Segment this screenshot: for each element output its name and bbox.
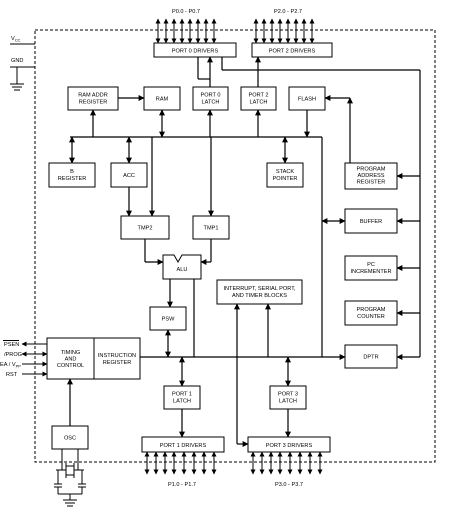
svg-text:TMP2: TMP2 [138, 226, 153, 232]
svg-text:PC: PC [367, 262, 375, 268]
svg-text:LATCH: LATCH [202, 100, 220, 106]
psw-block: PSW [149, 306, 187, 331]
svg-text:ADDRESS: ADDRESS [357, 173, 384, 179]
svg-text:PORT 1: PORT 1 [172, 392, 192, 398]
svg-text:REGISTER: REGISTER [357, 180, 386, 186]
pc-incrementer-block: PC INCREMENTER [344, 255, 398, 281]
svg-text:RAM: RAM [156, 97, 169, 103]
port0-drivers-block: PORT 0 DRIVERS [153, 42, 237, 58]
svg-text:PROGRAM: PROGRAM [357, 307, 386, 313]
svg-text:PSW: PSW [162, 317, 175, 323]
svg-text:LATCH: LATCH [279, 399, 297, 405]
ram-block: RAM [143, 86, 181, 111]
svg-text:INSTRUCTION: INSTRUCTION [98, 353, 136, 359]
svg-text:PSEN: PSEN [4, 342, 19, 348]
svg-text:INCREMENTER: INCREMENTER [350, 269, 391, 275]
port3-latch-block: PORT 3 LATCH [269, 385, 307, 410]
svg-text:AND TIMER BLOCKS: AND TIMER BLOCKS [232, 293, 287, 299]
p0-bus-label: P0.0 - P0.7 [172, 9, 200, 15]
svg-text:STACK: STACK [276, 169, 295, 175]
b-register-block: B REGISTER [48, 162, 96, 188]
stack-pointer-block: STACK POINTER [266, 162, 304, 188]
port0-latch-block: PORT 0 LATCH [192, 86, 229, 111]
svg-text:PROGRAM: PROGRAM [357, 167, 386, 173]
svg-text:PORT 0: PORT 0 [200, 93, 220, 99]
svg-text:RST: RST [6, 372, 18, 378]
gnd-pin: GND [10, 58, 35, 91]
dptr-block: DPTR [344, 344, 398, 369]
svg-text:EA / VPP: EA / VPP [0, 362, 21, 369]
vcc-pin: VCC [10, 36, 35, 45]
instruction-register-block: INSTRUCTION REGISTER [93, 337, 141, 380]
buffer-block: BUFFER [344, 208, 398, 234]
svg-text:PORT 0 DRIVERS: PORT 0 DRIVERS [172, 49, 219, 55]
acc-block: ACC [110, 162, 148, 188]
p3-bus-label: P3.0 - P3.7 [275, 482, 303, 488]
p1-pin-arrows [144, 451, 217, 475]
interrupt-serial-timer-block: INTERRUPT, SERIAL PORT, AND TIMER BLOCKS [216, 279, 303, 305]
p3-pin-arrows [250, 451, 323, 475]
svg-text:INTERRUPT, SERIAL PORT,: INTERRUPT, SERIAL PORT, [223, 286, 296, 292]
svg-text:TMP1: TMP1 [204, 226, 219, 232]
p2-bus-label: P2.0 - P2.7 [274, 9, 302, 15]
svg-text:REGISTER: REGISTER [79, 100, 108, 106]
program-address-register-block: PROGRAM ADDRESS REGISTER [344, 162, 398, 190]
port2-drivers-block: PORT 2 DRIVERS [251, 42, 333, 58]
crystal-circuit [54, 449, 86, 507]
p2-pin-arrows [253, 18, 315, 44]
svg-text:PORT 3: PORT 3 [278, 392, 298, 398]
port1-drivers-block: PORT 1 DRIVERS [141, 436, 225, 453]
svg-text:VCC: VCC [11, 36, 21, 43]
tmp2-block: TMP2 [120, 215, 170, 240]
tmp1-block: TMP1 [192, 215, 230, 240]
svg-text:TIMING: TIMING [61, 350, 81, 356]
svg-text:PORT 1 DRIVERS: PORT 1 DRIVERS [160, 443, 207, 449]
flash-block: FLASH [288, 86, 326, 111]
svg-text:PORT 2 DRIVERS: PORT 2 DRIVERS [269, 49, 316, 55]
osc-block: OSC [51, 425, 89, 450]
svg-text:ACC: ACC [123, 173, 135, 179]
svg-text:PORT 3 DRIVERS: PORT 3 DRIVERS [266, 443, 313, 449]
chip-boundary [34, 29, 436, 463]
port3-drivers-block: PORT 3 DRIVERS [247, 436, 331, 453]
svg-text:REGISTER: REGISTER [58, 176, 87, 182]
svg-text:BUFFER: BUFFER [360, 219, 382, 225]
svg-text:LATCH: LATCH [250, 100, 268, 106]
program-counter-block: PROGRAM COUNTER [344, 300, 398, 326]
control-pins: PSEN /PROG EA / VPP RST [0, 340, 48, 378]
port2-latch-block: PORT 2 LATCH [240, 86, 277, 111]
svg-text:RAM ADDR: RAM ADDR [78, 93, 108, 99]
svg-text:/PROG: /PROG [4, 352, 22, 358]
svg-text:OSC: OSC [64, 436, 76, 442]
p0-pin-arrows [155, 18, 217, 44]
svg-text:FLASH: FLASH [298, 97, 316, 103]
svg-text:REGISTER: REGISTER [103, 360, 132, 366]
svg-text:POINTER: POINTER [273, 176, 298, 182]
svg-text:ALU: ALU [177, 267, 188, 273]
svg-text:GND: GND [11, 58, 23, 64]
alu-block: ALU [162, 254, 202, 280]
p1-bus-label: P1.0 - P1.7 [168, 482, 196, 488]
port1-latch-block: PORT 1 LATCH [163, 385, 201, 410]
svg-text:COUNTER: COUNTER [357, 314, 385, 320]
svg-text:PORT 2: PORT 2 [248, 93, 268, 99]
svg-text:DPTR: DPTR [363, 355, 378, 361]
svg-text:B: B [70, 169, 74, 175]
internal-wiring [67, 56, 421, 447]
timing-control-block: TIMING AND CONTROL [46, 337, 95, 380]
svg-text:LATCH: LATCH [173, 399, 191, 405]
svg-text:CONTROL: CONTROL [57, 363, 84, 369]
svg-text:AND: AND [65, 357, 77, 363]
ram-addr-register-block: RAM ADDR REGISTER [67, 86, 119, 111]
